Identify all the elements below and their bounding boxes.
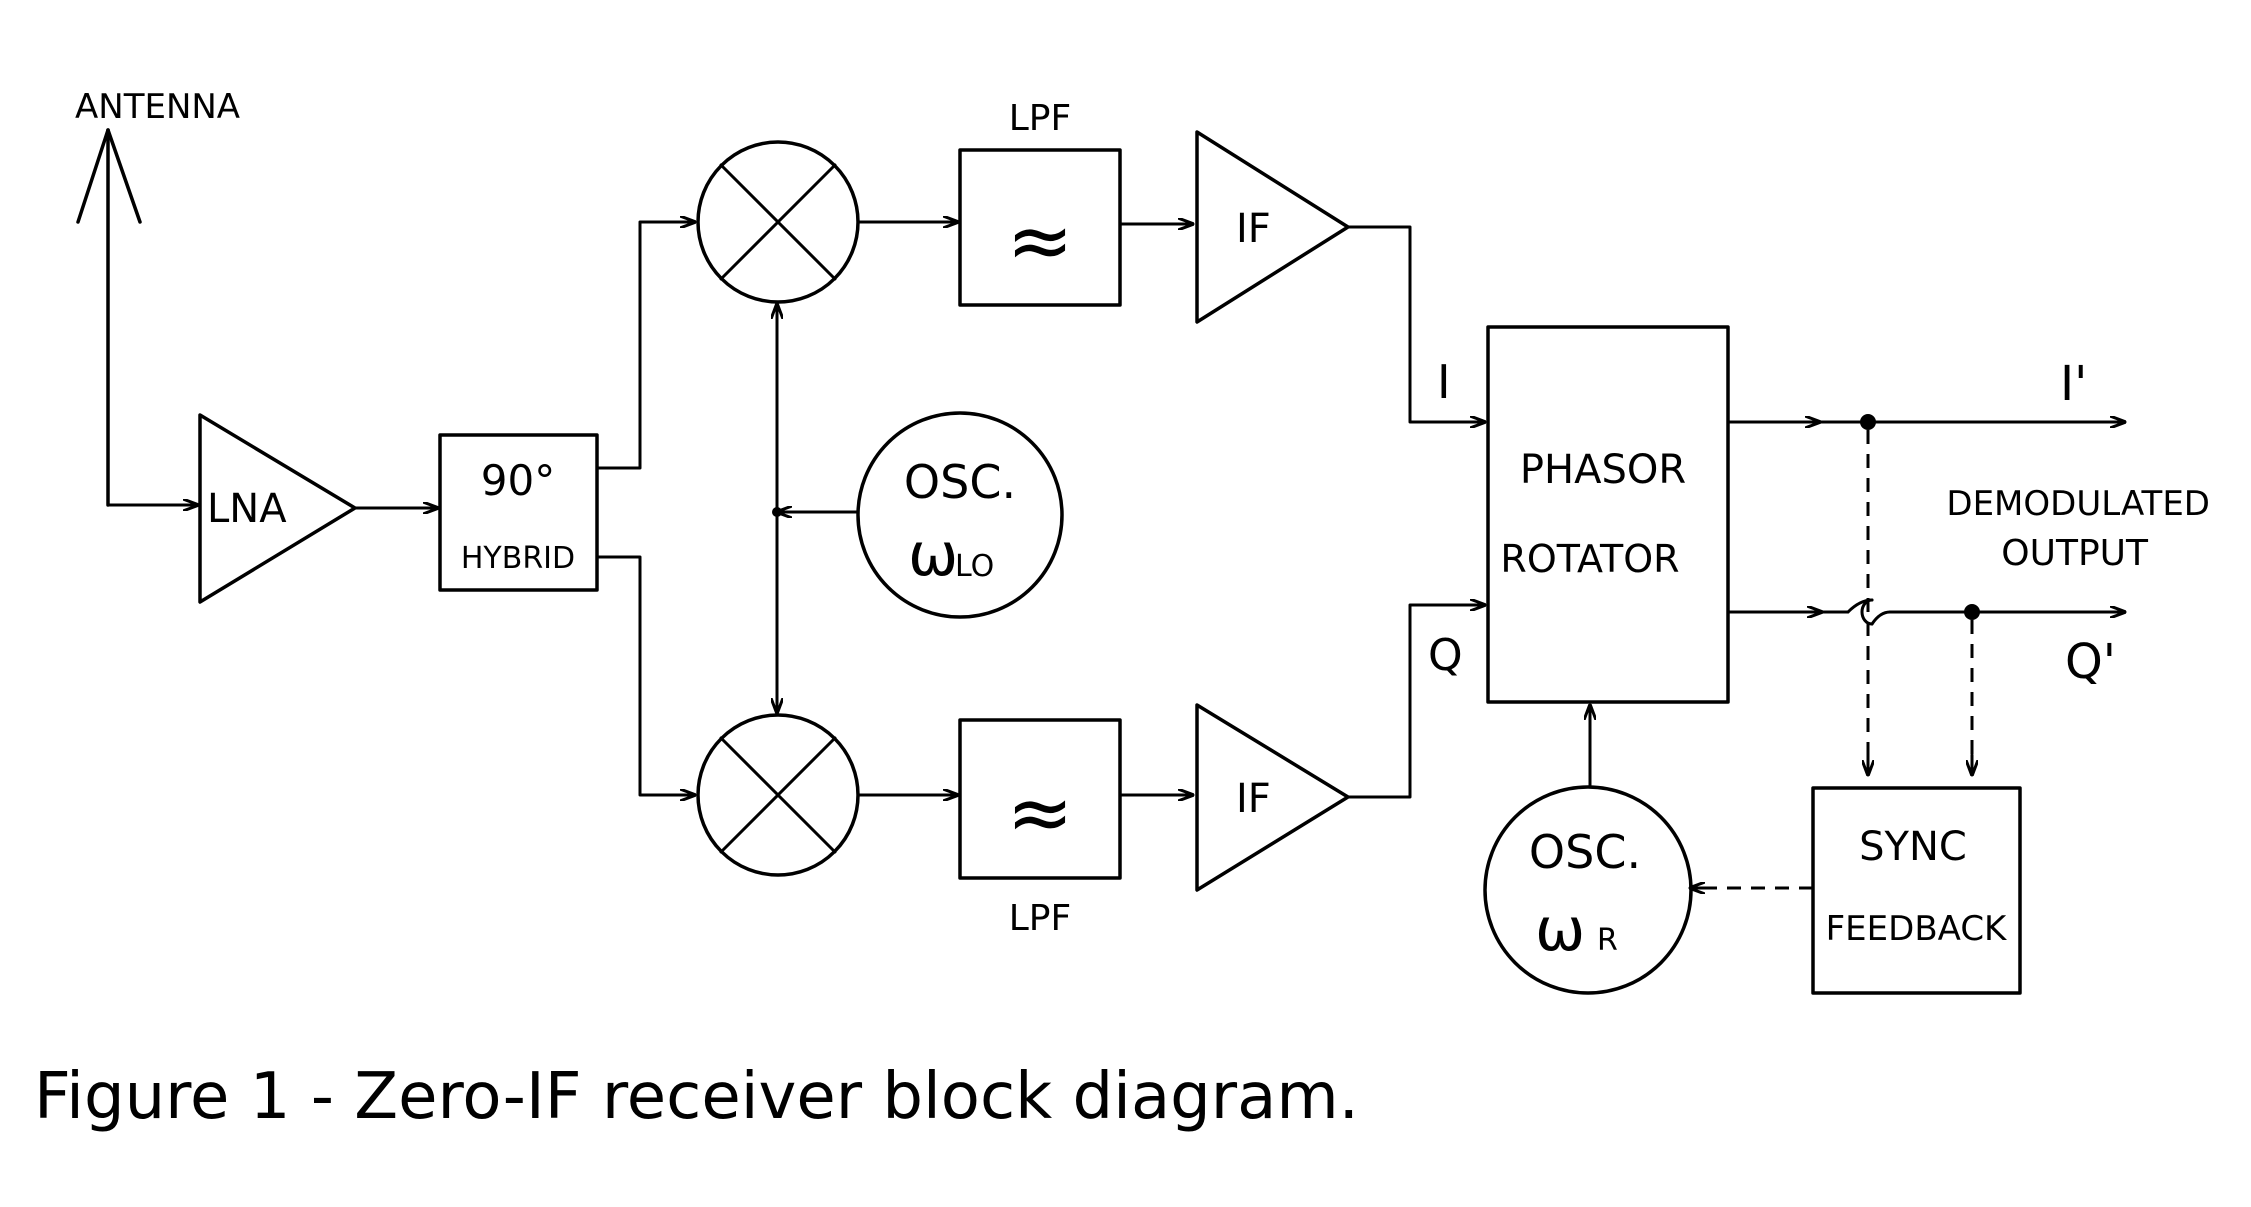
sync-feedback-box bbox=[1811, 786, 2022, 995]
i-output-junction-dot bbox=[1860, 414, 1876, 430]
bottom-if-amplifier: IF bbox=[1195, 703, 1350, 892]
sync-feedback-line2: FEEDBACK bbox=[1826, 909, 2008, 949]
antenna-left-arm bbox=[76, 128, 110, 224]
antenna-right-arm bbox=[106, 128, 142, 224]
hybrid-to-top-mixer-wire bbox=[595, 222, 697, 470]
phasor-rotator-line2: ROTATOR bbox=[1500, 537, 1679, 581]
top-if-triangle bbox=[1195, 130, 1350, 324]
top-lpf: LPF ≈ bbox=[958, 98, 1122, 307]
r-oscillator-label: OSC. bbox=[1529, 825, 1641, 879]
i-output-label: I' bbox=[2060, 356, 2087, 412]
bottom-if-to-rotator-wire bbox=[1346, 605, 1487, 799]
demodulated-label-line1: DEMODULATED bbox=[1946, 484, 2210, 524]
bottom-lpf-box bbox=[958, 718, 1122, 880]
lna-label: LNA bbox=[207, 486, 287, 532]
sync-feedback-line1: SYNC bbox=[1859, 824, 1967, 870]
phasor-rotator-line1: PHASOR bbox=[1520, 447, 1686, 493]
top-lpf-label: LPF bbox=[1009, 98, 1071, 139]
bottom-if-label: IF bbox=[1236, 776, 1271, 822]
q-input-label: Q bbox=[1428, 630, 1463, 681]
q-wire-crossover bbox=[1846, 598, 1892, 626]
bottom-mixer bbox=[696, 713, 860, 877]
top-if-label: IF bbox=[1236, 206, 1271, 252]
top-if-amplifier: IF bbox=[1195, 130, 1350, 324]
top-lpf-box bbox=[958, 148, 1122, 307]
i-input-label: I bbox=[1437, 355, 1451, 409]
lo-subscript: LO bbox=[955, 549, 994, 584]
hybrid-box bbox=[438, 433, 599, 592]
lna-amplifier: LNA bbox=[198, 413, 440, 604]
bottom-lpf: ≈ LPF bbox=[958, 718, 1122, 939]
figure-caption: Figure 1 - Zero-IF receiver block diagra… bbox=[34, 1060, 1359, 1134]
lo-omega-symbol: ω bbox=[908, 520, 958, 590]
lna-triangle bbox=[198, 413, 357, 604]
sync-feedback-block: SYNC FEEDBACK bbox=[1811, 786, 2022, 995]
r-omega-symbol: ω bbox=[1535, 895, 1585, 965]
antenna-label: ANTENNA bbox=[75, 87, 240, 127]
top-mixer bbox=[696, 140, 860, 304]
antenna: ANTENNA bbox=[75, 87, 240, 505]
q-output-junction-dot bbox=[1964, 604, 1980, 620]
r-oscillator-circle bbox=[1483, 785, 1693, 995]
r-subscript: R bbox=[1597, 923, 1618, 958]
lo-oscillator-circle bbox=[856, 411, 1064, 619]
bottom-lpf-label: LPF bbox=[1009, 898, 1071, 939]
lo-oscillator-label: OSC. bbox=[904, 455, 1016, 509]
bottom-lpf-symbol: ≈ bbox=[1006, 766, 1073, 859]
top-mixer-cross bbox=[719, 163, 837, 281]
r-oscillator: OSC. ω R bbox=[1483, 785, 1693, 995]
hybrid-bottom-label: HYBRID bbox=[461, 541, 575, 576]
phasor-rotator-box bbox=[1486, 325, 1730, 704]
hybrid-block: 90° HYBRID bbox=[438, 433, 599, 592]
q-output-label: Q' bbox=[2065, 634, 2116, 690]
lo-oscillator: OSC. ω LO bbox=[856, 411, 1064, 619]
demodulated-label-line2: OUTPUT bbox=[2001, 533, 2149, 574]
top-lpf-symbol: ≈ bbox=[1006, 194, 1073, 287]
phasor-rotator: PHASOR ROTATOR bbox=[1486, 325, 1730, 704]
hybrid-top-label: 90° bbox=[481, 456, 555, 505]
bottom-mixer-cross bbox=[719, 736, 837, 854]
bottom-if-triangle bbox=[1195, 703, 1350, 892]
top-if-to-rotator-wire bbox=[1346, 225, 1487, 422]
hybrid-to-bottom-mixer-wire bbox=[595, 555, 697, 795]
